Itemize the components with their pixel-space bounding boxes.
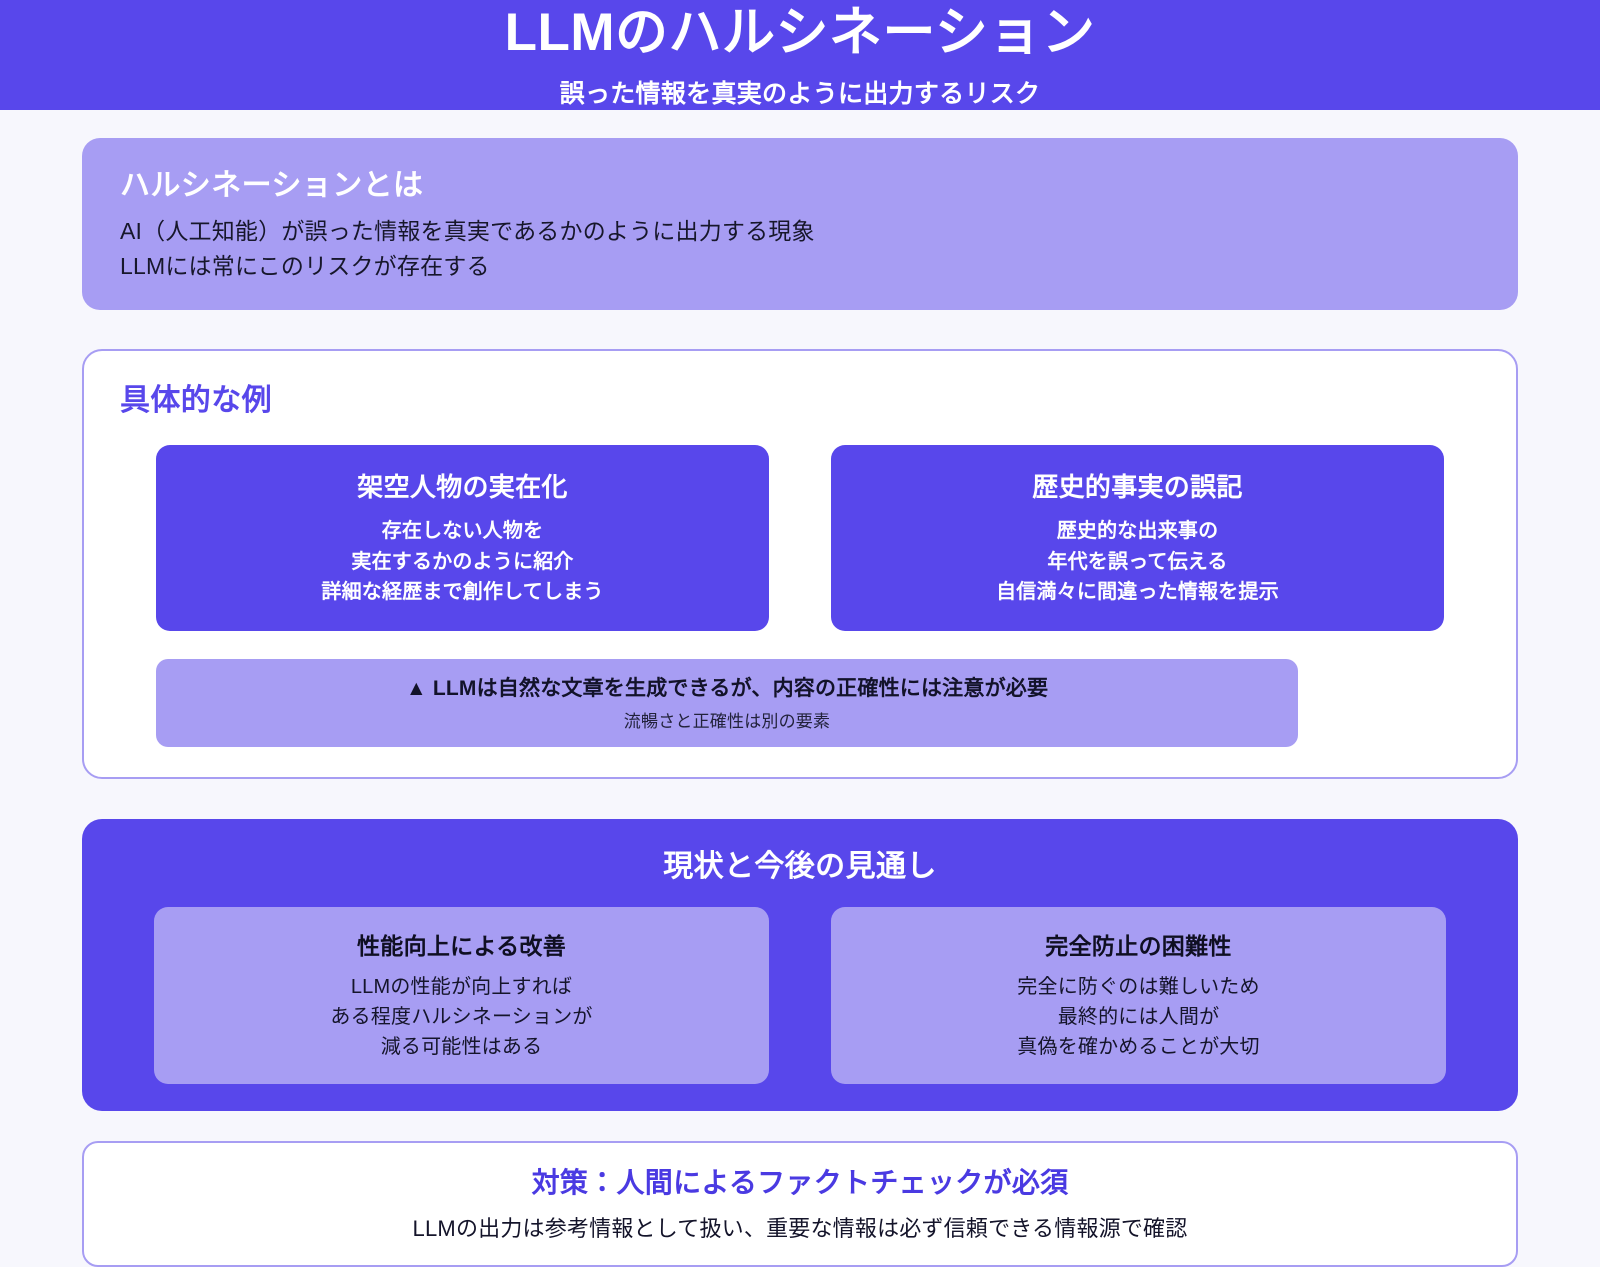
- outlook-section: 現状と今後の見通し 性能向上による改善 LLMの性能が向上すれば ある程度ハルシ…: [82, 819, 1518, 1112]
- examples-section-title: 具体的な例: [120, 384, 272, 418]
- outlook-card-line: LLMの性能が向上すれば: [350, 976, 573, 999]
- outlook-card-improvement: 性能向上による改善 LLMの性能が向上すれば ある程度ハルシネーションが 減る可…: [154, 907, 769, 1085]
- outlook-card-line: 最終的には人間が: [1057, 1005, 1220, 1028]
- examples-row: 架空人物の実在化 存在しない人物を 実在するかのように紹介 詳細な経歴まで創作し…: [120, 445, 1480, 632]
- outlook-card-title: 完全防止の困難性: [1045, 933, 1232, 960]
- example-card-line: 詳細な経歴まで創作してしまう: [321, 580, 604, 603]
- example-card-line: 自信満々に間違った情報を提示: [996, 580, 1279, 603]
- page-subtitle: 誤った情報を真実のように出力するリスク: [559, 80, 1041, 109]
- definition-card: ハルシネーションとは AI（人工知能）が誤った情報を真実であるかのように出力する…: [82, 138, 1518, 311]
- page-header: LLMのハルシネーション 誤った情報を真実のように出力するリスク: [0, 0, 1600, 111]
- conclusion-card: 対策：人間によるファクトチェックが必須 LLMの出力は参考情報として扱い、重要な…: [82, 1141, 1518, 1267]
- page-title: LLMのハルシネーション: [504, 3, 1096, 62]
- example-card-fictional-person: 架空人物の実在化 存在しない人物を 実在するかのように紹介 詳細な経歴まで創作し…: [156, 445, 769, 632]
- outlook-card-line: 減る可能性はある: [380, 1035, 543, 1058]
- outlook-card-line: 完全に防ぐのは難しいため: [1017, 976, 1260, 999]
- outlook-card-line: ある程度ハルシネーションが: [330, 1005, 593, 1028]
- outlook-section-title: 現状と今後の見通し: [663, 850, 937, 884]
- example-card-title: 歴史的事実の誤記: [1032, 472, 1243, 503]
- outlook-card-line: 真偽を確かめることが大切: [1017, 1035, 1260, 1058]
- outlook-card-title: 性能向上による改善: [356, 933, 566, 960]
- examples-section: 具体的な例 架空人物の実在化 存在しない人物を 実在するかのように紹介 詳細な経…: [82, 349, 1518, 780]
- example-card-historical-error: 歴史的事実の誤記 歴史的な出来事の 年代を誤って伝える 自信満々に間違った情報を…: [831, 445, 1444, 632]
- warning-note-sub: 流暢さと正確性は別の要素: [623, 712, 831, 732]
- example-card-line: 歴史的な出来事の: [1056, 520, 1219, 543]
- definition-line: AI（人工知能）が誤った情報を真実であるかのように出力する現象: [120, 218, 815, 245]
- outlook-card-difficulty: 完全防止の困難性 完全に防ぐのは難しいため 最終的には人間が 真偽を確かめること…: [831, 907, 1446, 1085]
- example-card-title: 架空人物の実在化: [357, 472, 568, 503]
- conclusion-title: 対策：人間によるファクトチェックが必須: [531, 1167, 1069, 1199]
- conclusion-subtitle: LLMの出力は参考情報として扱い、重要な情報は必ず信頼できる情報源で確認: [412, 1216, 1188, 1242]
- page-content: ハルシネーションとは AI（人工知能）が誤った情報を真実であるかのように出力する…: [0, 110, 1600, 1267]
- definition-title: ハルシネーションとは: [120, 169, 424, 203]
- example-card-line: 存在しない人物を: [381, 520, 544, 543]
- warning-note-text: LLMは自然な文章を生成できるが、内容の正確性には注意が必要: [432, 677, 1049, 701]
- warning-note-main: ▲ LLMは自然な文章を生成できるが、内容の正確性には注意が必要: [176, 672, 1278, 702]
- outlook-row: 性能向上による改善 LLMの性能が向上すれば ある程度ハルシネーションが 減る可…: [118, 907, 1482, 1085]
- warning-triangle-icon: ▲: [405, 677, 427, 701]
- example-card-line: 年代を誤って伝える: [1047, 550, 1228, 573]
- example-card-line: 実在するかのように紹介: [351, 550, 574, 573]
- definition-line: LLMには常にこのリスクが存在する: [120, 253, 490, 280]
- warning-note: ▲ LLMは自然な文章を生成できるが、内容の正確性には注意が必要 流暢さと正確性…: [156, 659, 1298, 748]
